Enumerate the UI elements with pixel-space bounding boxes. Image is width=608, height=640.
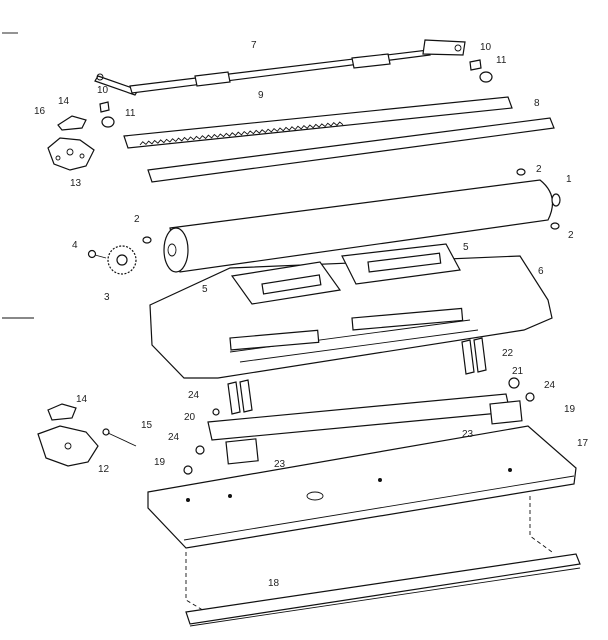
part-7-shaft (94, 39, 466, 96)
callout-14: 14 (76, 394, 88, 405)
callout-1: 1 (566, 174, 572, 185)
part-3-gear (107, 245, 137, 275)
part-18-rack (185, 553, 581, 627)
callout-19: 19 (564, 404, 576, 415)
callout-22: 22 (502, 348, 514, 359)
part-19-screws (183, 392, 535, 475)
part-24-clip (227, 379, 253, 415)
callout-11: 11 (496, 55, 507, 66)
callout-4: 4 (72, 240, 78, 251)
callout-24: 24 (168, 432, 180, 443)
callout-6: 6 (538, 266, 544, 277)
callout-2: 2 (536, 164, 542, 175)
guide-line-right (529, 496, 553, 553)
callout-23: 23 (274, 459, 286, 470)
callout-17: 17 (577, 438, 589, 449)
part-15-pin (102, 428, 137, 447)
callout-24: 24 (188, 390, 200, 401)
part-22-clip (461, 337, 487, 375)
callout-23: 23 (462, 429, 474, 440)
part-8-flat-strip (147, 117, 555, 183)
callout-2: 2 (568, 230, 574, 241)
callout-24: 24 (544, 380, 556, 391)
callout-20: 20 (184, 412, 196, 423)
callout-5: 5 (202, 284, 208, 295)
part-4-screw (87, 249, 107, 259)
callout-15: 15 (141, 420, 153, 431)
part-9-toothed-bar (123, 96, 513, 149)
callout-18: 18 (268, 578, 280, 589)
part-23-bar (207, 393, 523, 465)
callout-10: 10 (480, 42, 492, 53)
callout-2: 2 (134, 214, 140, 225)
part-17-base-plate (147, 425, 577, 549)
part-5-bracket-left (230, 261, 342, 305)
callout-14: 14 (58, 96, 70, 107)
callout-9: 9 (258, 90, 264, 101)
part-14-lower (47, 403, 77, 421)
part-1-platen-roller (142, 168, 561, 273)
part-21-nut (508, 377, 520, 389)
callout-8: 8 (534, 98, 540, 109)
callout-12: 12 (98, 464, 110, 475)
part-10-11-upper-right (469, 59, 493, 83)
callout-7: 7 (251, 40, 257, 51)
part-5-bracket-right (341, 243, 461, 285)
callout-11: 11 (125, 108, 136, 119)
part-12-plate (37, 425, 99, 467)
callout-10: 10 (97, 85, 109, 96)
callout-3: 3 (104, 292, 110, 303)
part-10-11-upper-left (99, 101, 115, 128)
callout-13: 13 (70, 178, 82, 189)
part-20-bolt (212, 408, 220, 416)
callout-16: 16 (34, 106, 46, 117)
callout-5: 5 (463, 242, 469, 253)
part-16-14-13-cluster-upper (47, 115, 95, 171)
callout-21: 21 (512, 366, 524, 377)
callout-19: 19 (154, 457, 166, 468)
guide-line-left (185, 552, 207, 613)
